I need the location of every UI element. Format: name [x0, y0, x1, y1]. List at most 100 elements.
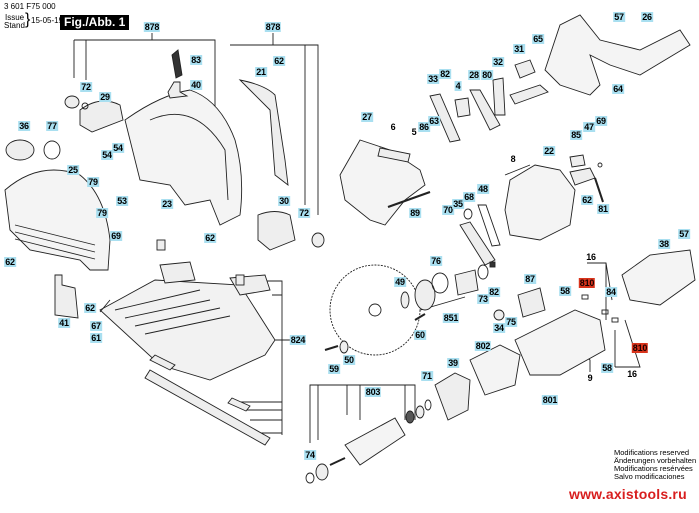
part-label-810: 810 [578, 278, 596, 288]
part-36-dust-port [5, 139, 35, 161]
part-label-72: 72 [298, 208, 310, 218]
note-de: Änderungen vorbehalten [614, 456, 697, 465]
part-label-27: 27 [361, 112, 373, 122]
part-label-36: 36 [18, 121, 30, 131]
part-spindle [454, 269, 479, 296]
part-label-75: 75 [505, 317, 517, 327]
part-label-34: 34 [493, 323, 505, 333]
part-29-cover [79, 100, 124, 133]
part-label-39: 39 [447, 358, 459, 368]
part-number: 3 601 F75 000 [4, 2, 56, 11]
part-851-flange [414, 279, 436, 311]
part-48-lever [477, 204, 501, 247]
part-label-70: 70 [442, 205, 454, 215]
note-en: Modifications reserved [614, 448, 690, 457]
part-30-bevel-bracket [257, 211, 296, 251]
part-label-63: 63 [428, 116, 440, 126]
part-22-gear-housing [504, 164, 576, 241]
group-bracket-878-left [73, 33, 216, 160]
part-6-pin [377, 147, 411, 163]
part-label-16: 16 [586, 252, 596, 262]
part-label-79: 79 [96, 208, 108, 218]
part-74-washer [315, 463, 329, 481]
part-label-65: 65 [532, 34, 544, 44]
part-label-80: 80 [481, 70, 493, 80]
part-47-spring-clip [569, 167, 596, 186]
part-21-depth-scale [238, 79, 289, 187]
part-label-29: 29 [99, 92, 111, 102]
part-8-pin [504, 164, 531, 176]
part-71-ring [424, 399, 432, 411]
part-label-53: 53 [116, 196, 128, 206]
part-label-85: 85 [570, 130, 582, 140]
part-4-bushing [454, 97, 471, 118]
part-89-strip [387, 190, 431, 209]
website-link[interactable]: www.axistools.ru [569, 486, 687, 502]
part-label-824: 824 [289, 335, 307, 345]
part-34-gear [493, 309, 505, 321]
modification-notes: Modifications reserved Änderungen vorbeh… [614, 449, 696, 481]
part-label-69: 69 [110, 231, 122, 241]
part-label-67: 67 [90, 321, 102, 331]
part-72-knob [64, 95, 80, 109]
part-label-50: 50 [343, 355, 355, 365]
part-label-32: 32 [492, 57, 504, 67]
part-87-switch-plate [517, 287, 546, 318]
part-label-87: 87 [524, 274, 536, 284]
part-label-802: 802 [474, 341, 492, 351]
part-31-switch [514, 59, 536, 79]
part-label-82: 82 [488, 287, 500, 297]
part-label-54: 54 [101, 150, 113, 160]
base-plate [99, 279, 276, 381]
part-label-49: 49 [394, 277, 406, 287]
part-28-lever [469, 89, 501, 131]
figure-title: Fig./Abb. 1 [60, 15, 130, 30]
part-label-851: 851 [442, 313, 460, 323]
part-41-clip [54, 274, 79, 319]
part-label-5: 5 [411, 127, 417, 137]
part-59-screw [324, 345, 339, 351]
part-label-21: 21 [255, 67, 267, 77]
part-label-16: 16 [627, 369, 637, 379]
rear-handle [544, 14, 691, 96]
part-label-74: 74 [304, 450, 316, 460]
note-fr: Modifications resérvées [614, 464, 693, 473]
group-bracket-878-right [230, 33, 319, 215]
part-label-62: 62 [84, 303, 96, 313]
issue-label: Issue [5, 13, 25, 22]
part-label-22: 22 [543, 146, 555, 156]
parallel-guide [144, 369, 271, 446]
part-label-38: 38 [658, 239, 670, 249]
part-label-878: 878 [143, 22, 161, 32]
part-label-62: 62 [204, 233, 216, 243]
part-label-801: 801 [541, 395, 559, 405]
part-label-76: 76 [430, 256, 442, 266]
part-83-spring [171, 49, 183, 79]
part-label-33: 33 [427, 74, 439, 84]
part-label-58: 58 [601, 363, 613, 373]
group-bracket-16-bottom [614, 319, 641, 368]
part-label-72: 72 [80, 82, 92, 92]
part-32-lever [492, 77, 506, 116]
part-label-62: 62 [581, 195, 593, 205]
upper-blade-guard [124, 89, 243, 226]
part-label-25: 25 [67, 165, 79, 175]
part-label-47: 47 [583, 122, 595, 132]
part-label-62: 62 [273, 56, 285, 66]
part-label-40: 40 [190, 80, 202, 90]
part-label-58: 58 [559, 286, 571, 296]
part-label-68: 68 [463, 192, 475, 202]
part-label-4: 4 [454, 81, 462, 91]
part-39-fan-baffle [434, 372, 471, 421]
part-label-41: 41 [58, 318, 70, 328]
part-label-6: 6 [390, 122, 396, 132]
brace-glyph: } [25, 11, 31, 28]
part-label-8: 8 [510, 154, 516, 164]
part-label-84: 84 [605, 287, 617, 297]
part-label-57: 57 [613, 12, 625, 22]
part-label-73: 73 [477, 294, 489, 304]
part-label-61: 61 [90, 333, 102, 343]
part-label-31: 31 [513, 44, 525, 54]
part-label-26: 26 [641, 12, 653, 22]
part-803-armature [344, 417, 406, 466]
